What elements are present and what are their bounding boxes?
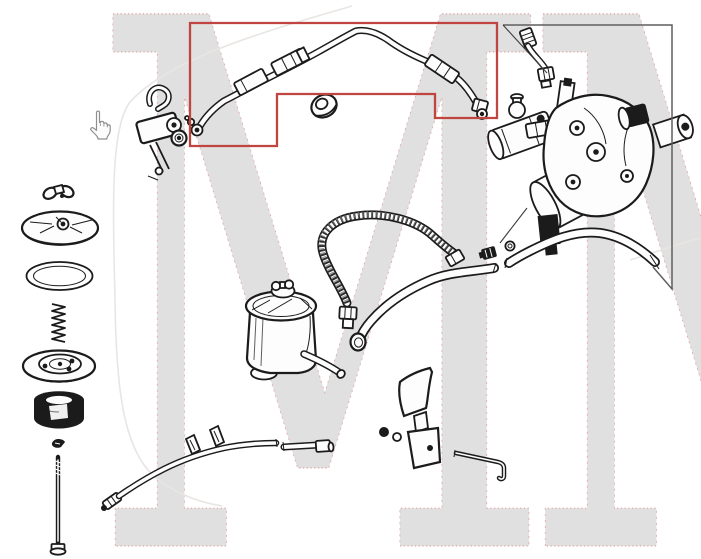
part-pipe-sleeve[interactable] — [280, 439, 335, 453]
part-return-elbow-fitting[interactable] — [518, 27, 556, 89]
part-pump-cover[interactable] — [20, 210, 100, 246]
part-connector-plug[interactable] — [478, 246, 497, 261]
watermark-layer: M M — [90, 0, 701, 559]
part-ball-stud[interactable] — [379, 427, 389, 437]
part-steel-pipe[interactable] — [101, 424, 280, 511]
part-steering-gear-assembly[interactable] — [485, 77, 696, 256]
selection-outline[interactable] — [188, 21, 499, 148]
part-support-bracket[interactable] — [398, 366, 442, 470]
part-return-hose[interactable] — [349, 227, 660, 352]
part-pump-mounting-bracket[interactable] — [135, 84, 188, 181]
part-hose-grommet[interactable] — [307, 90, 340, 122]
part-cover-gasket[interactable] — [25, 261, 94, 291]
part-braided-suction-hose[interactable] — [317, 210, 466, 330]
sheet-border — [503, 24, 673, 292]
part-pressure-hose-assembly[interactable] — [184, 26, 489, 137]
part-wing-nut[interactable] — [42, 183, 76, 201]
part-small-grommet[interactable] — [392, 432, 402, 442]
part-pulley[interactable] — [21, 349, 97, 383]
part-long-bolt[interactable] — [49, 454, 67, 556]
part-spacer-roller[interactable] — [34, 391, 84, 429]
leader-lines — [502, 24, 548, 74]
part-spring[interactable] — [51, 303, 66, 343]
hand-pointer-cursor — [90, 110, 111, 140]
watermark-letter: M — [520, 0, 701, 559]
watermark-letter: M — [90, 0, 553, 559]
part-retainer-clip[interactable] — [51, 439, 65, 448]
part-fluid-reservoir[interactable] — [244, 279, 346, 381]
part-seal-washer[interactable] — [504, 240, 516, 252]
part-retainer-pin[interactable] — [453, 449, 507, 482]
